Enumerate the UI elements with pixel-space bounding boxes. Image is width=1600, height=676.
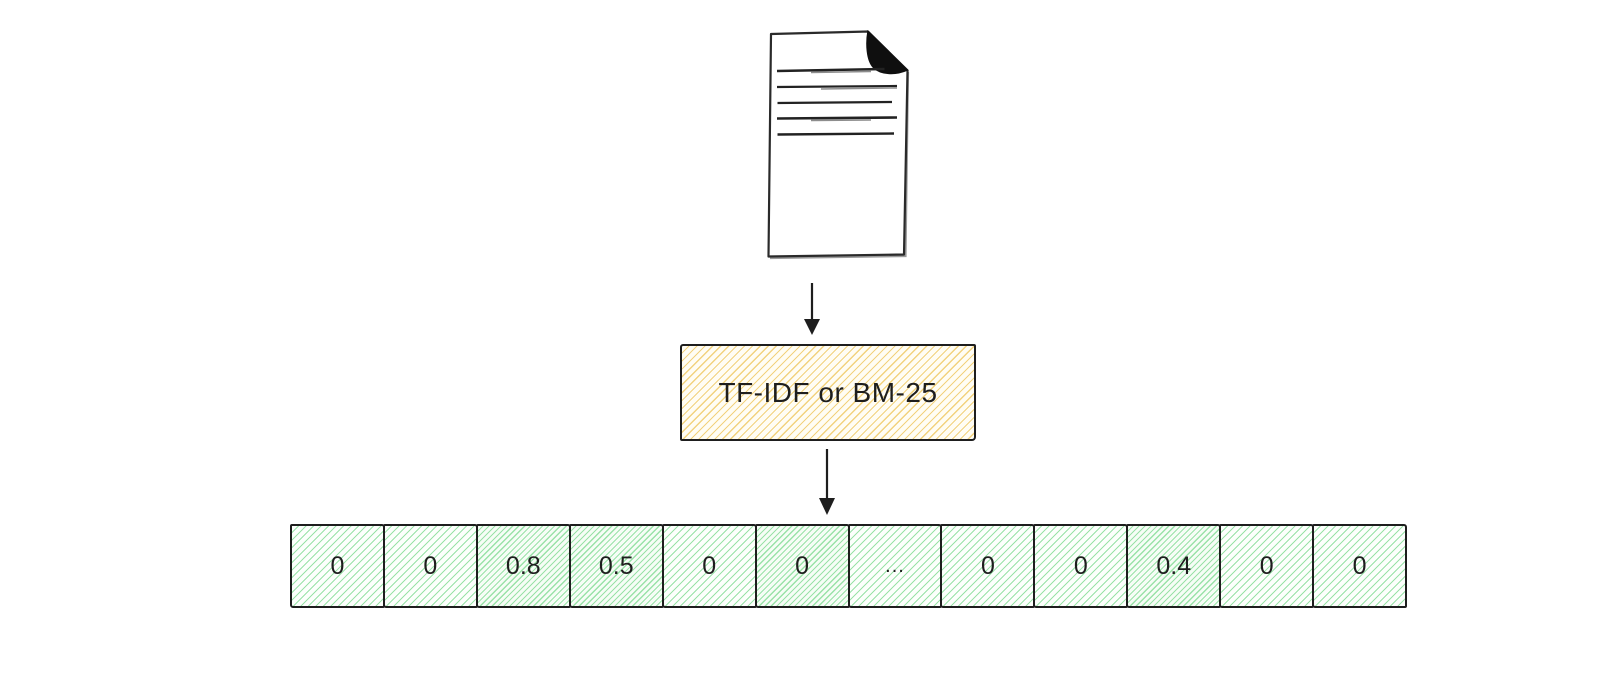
vector-cell: 0 xyxy=(290,524,385,608)
arrow-down-icon xyxy=(804,283,820,335)
vector-cell: 0 xyxy=(754,524,850,608)
document-icon xyxy=(767,29,910,260)
vector-cell: 0 xyxy=(1219,524,1315,608)
arrow-down-icon xyxy=(819,449,835,515)
vector-cell: 0.4 xyxy=(1126,524,1222,608)
vector-cell: 0.8 xyxy=(475,524,571,608)
vector-cell: 0 xyxy=(661,524,757,608)
process-box-label: TF-IDF or BM-25 xyxy=(718,376,938,408)
vector-cell: 0 xyxy=(382,524,478,608)
vector-cell: 0 xyxy=(1312,524,1408,608)
vector-cell: 0.5 xyxy=(568,524,664,608)
vector-cell: 0 xyxy=(1033,524,1129,608)
vector-cell: ... xyxy=(847,524,943,608)
vector-cell: 0 xyxy=(940,524,1036,608)
process-box: TF-IDF or BM-25 xyxy=(680,344,976,441)
